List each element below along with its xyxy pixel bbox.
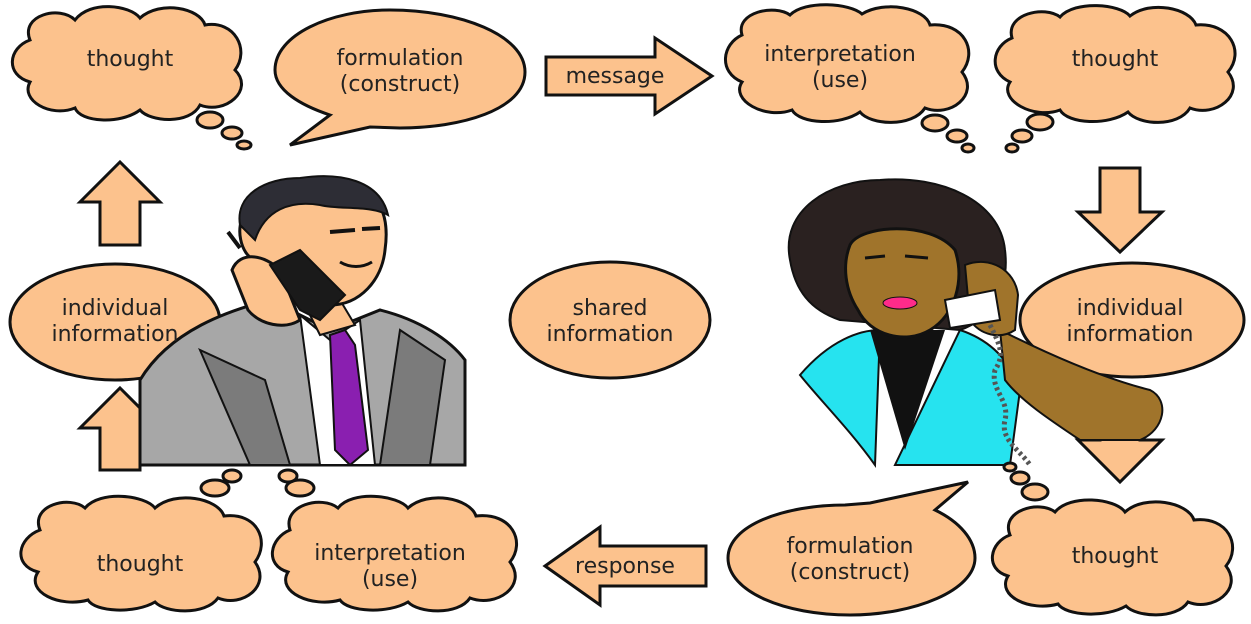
message-arrow xyxy=(544,35,715,117)
formulation-text: formulation xyxy=(786,534,914,559)
speech-bubble-formulation-top xyxy=(273,8,527,147)
information-text: information xyxy=(51,322,179,347)
thought-label-bottom-left: thought xyxy=(50,545,230,585)
individual-information-ellipse-right xyxy=(1018,261,1246,379)
thought-cloud-top-left xyxy=(10,5,253,151)
shared-information-ellipse xyxy=(508,260,712,380)
thought-cloud-top-right xyxy=(993,4,1237,154)
interpretation-label-bottom: interpretation (use) xyxy=(290,537,490,597)
formulation-label-bottom: formulation (construct) xyxy=(750,530,950,590)
interpretation-cloud-top-right xyxy=(724,3,976,154)
use-text: (use) xyxy=(811,68,869,93)
thought-cloud-bottom-right xyxy=(990,461,1235,617)
thought-text: thought xyxy=(86,47,174,72)
message-arrow-label: message xyxy=(555,62,675,92)
down-arrow-right-upper xyxy=(1074,166,1166,255)
individual-text: individual xyxy=(1076,296,1184,321)
use-text: (use) xyxy=(361,567,419,592)
interpretation-text: interpretation xyxy=(764,42,916,67)
thought-text: thought xyxy=(1071,544,1159,569)
individual-text: individual xyxy=(61,296,169,321)
formulation-label-top: formulation (construct) xyxy=(300,42,500,102)
shared-text: shared xyxy=(572,296,648,321)
thought-text: thought xyxy=(96,552,184,577)
individual-information-label-right: individual information xyxy=(1030,292,1230,352)
man-on-phone-icon xyxy=(138,175,467,467)
response-arrow xyxy=(542,524,708,608)
interpretation-text: interpretation xyxy=(314,541,466,566)
construct-text: (construct) xyxy=(789,560,911,585)
information-text: information xyxy=(546,322,674,347)
construct-text: (construct) xyxy=(339,72,461,97)
information-text: information xyxy=(1066,322,1194,347)
response-text: response xyxy=(575,554,675,579)
message-text: message xyxy=(565,64,665,89)
formulation-text: formulation xyxy=(336,46,464,71)
thought-label-top-left: thought xyxy=(45,40,215,80)
response-arrow-label: response xyxy=(555,552,695,582)
thought-label-bottom-right: thought xyxy=(1030,537,1200,577)
individual-information-label-left: individual information xyxy=(20,292,210,352)
speech-bubble-formulation-bottom xyxy=(726,480,977,617)
interpretation-cloud-bottom-left xyxy=(270,468,519,613)
thought-label-top-right: thought xyxy=(1030,40,1200,80)
shared-information-label: shared information xyxy=(520,292,700,352)
thought-text: thought xyxy=(1071,47,1159,72)
up-arrow-left-upper xyxy=(76,159,164,247)
thought-cloud-bottom-left xyxy=(19,468,263,613)
woman-on-phone-icon xyxy=(787,178,1164,468)
interpretation-label-top: interpretation (use) xyxy=(745,38,935,98)
